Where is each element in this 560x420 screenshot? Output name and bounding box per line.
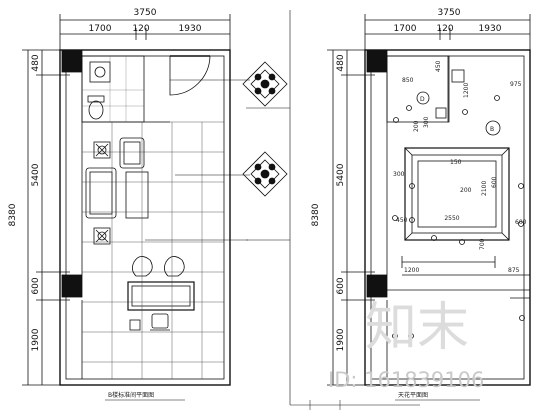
ceiling-dim-150: 150 — [450, 159, 462, 166]
ceiling-dim-600b: 600 — [491, 176, 498, 188]
title-block — [290, 400, 420, 410]
right-top-overall-dim: 3750 — [438, 8, 461, 18]
right-seg-600: 600 — [336, 277, 346, 294]
left-seg-600: 600 — [31, 277, 41, 294]
left-seg-5400: 5400 — [31, 163, 41, 186]
left-seg-480: 480 — [31, 54, 41, 71]
right-seg-480: 480 — [336, 54, 346, 71]
right-overall-dim: 8380 — [311, 203, 321, 226]
ceiling-dim-2100: 2100 — [481, 181, 488, 196]
ceiling-dim-300a: 300 — [393, 171, 405, 178]
ceiling-dim-200b: 200 — [413, 120, 420, 132]
left-top-seg-2: 120 — [132, 24, 149, 34]
ceiling-dim-450b: 450 — [396, 217, 408, 224]
right-top-seg-3: 1930 — [479, 24, 502, 34]
marker-d: D — [420, 96, 425, 103]
left-overall-dim: 8380 — [8, 203, 18, 226]
ceiling-dim-975: 975 — [510, 81, 522, 88]
left-seg-1900: 1900 — [31, 328, 41, 351]
ceiling-dim-200: 200 — [460, 187, 472, 194]
tile-pattern-symbol-lower — [242, 151, 288, 197]
right-seg-5400: 5400 — [336, 163, 346, 186]
watermark-logo-text: 知末 — [365, 298, 469, 358]
left-plan-caption: В楼标准间平面图 — [108, 391, 154, 399]
ceiling-dim-2550: 2550 — [444, 215, 459, 222]
left-top-overall-dim: 3750 — [134, 8, 157, 18]
right-plan-caption: 天花平面图 — [398, 391, 428, 399]
left-floor-plan — [22, 14, 250, 386]
right-top-seg-2: 120 — [436, 24, 453, 34]
right-seg-1900: 1900 — [336, 328, 346, 351]
ceiling-dim-1200: 1200 — [463, 83, 470, 98]
ceiling-dim-300b: 300 — [423, 116, 430, 128]
left-top-seg-1: 1700 — [89, 24, 112, 34]
ceiling-dim-700: 700 — [479, 238, 486, 250]
ceiling-dim-1200b: 1200 — [404, 267, 419, 274]
watermark-id: ID: 161839106 — [328, 368, 484, 392]
right-ceiling-plan — [327, 14, 531, 386]
ceiling-dim-600: 600 — [515, 219, 527, 226]
marker-b: B — [490, 126, 494, 133]
ceiling-dim-450: 450 — [435, 60, 442, 72]
tile-pattern-symbol-upper — [242, 61, 288, 107]
left-top-seg-3: 1930 — [179, 24, 202, 34]
site-logo-watermark: 知末 — [365, 298, 469, 358]
ceiling-dim-875: 875 — [508, 267, 520, 274]
ceiling-dim-850: 850 — [402, 77, 414, 84]
right-top-seg-1: 1700 — [394, 24, 417, 34]
